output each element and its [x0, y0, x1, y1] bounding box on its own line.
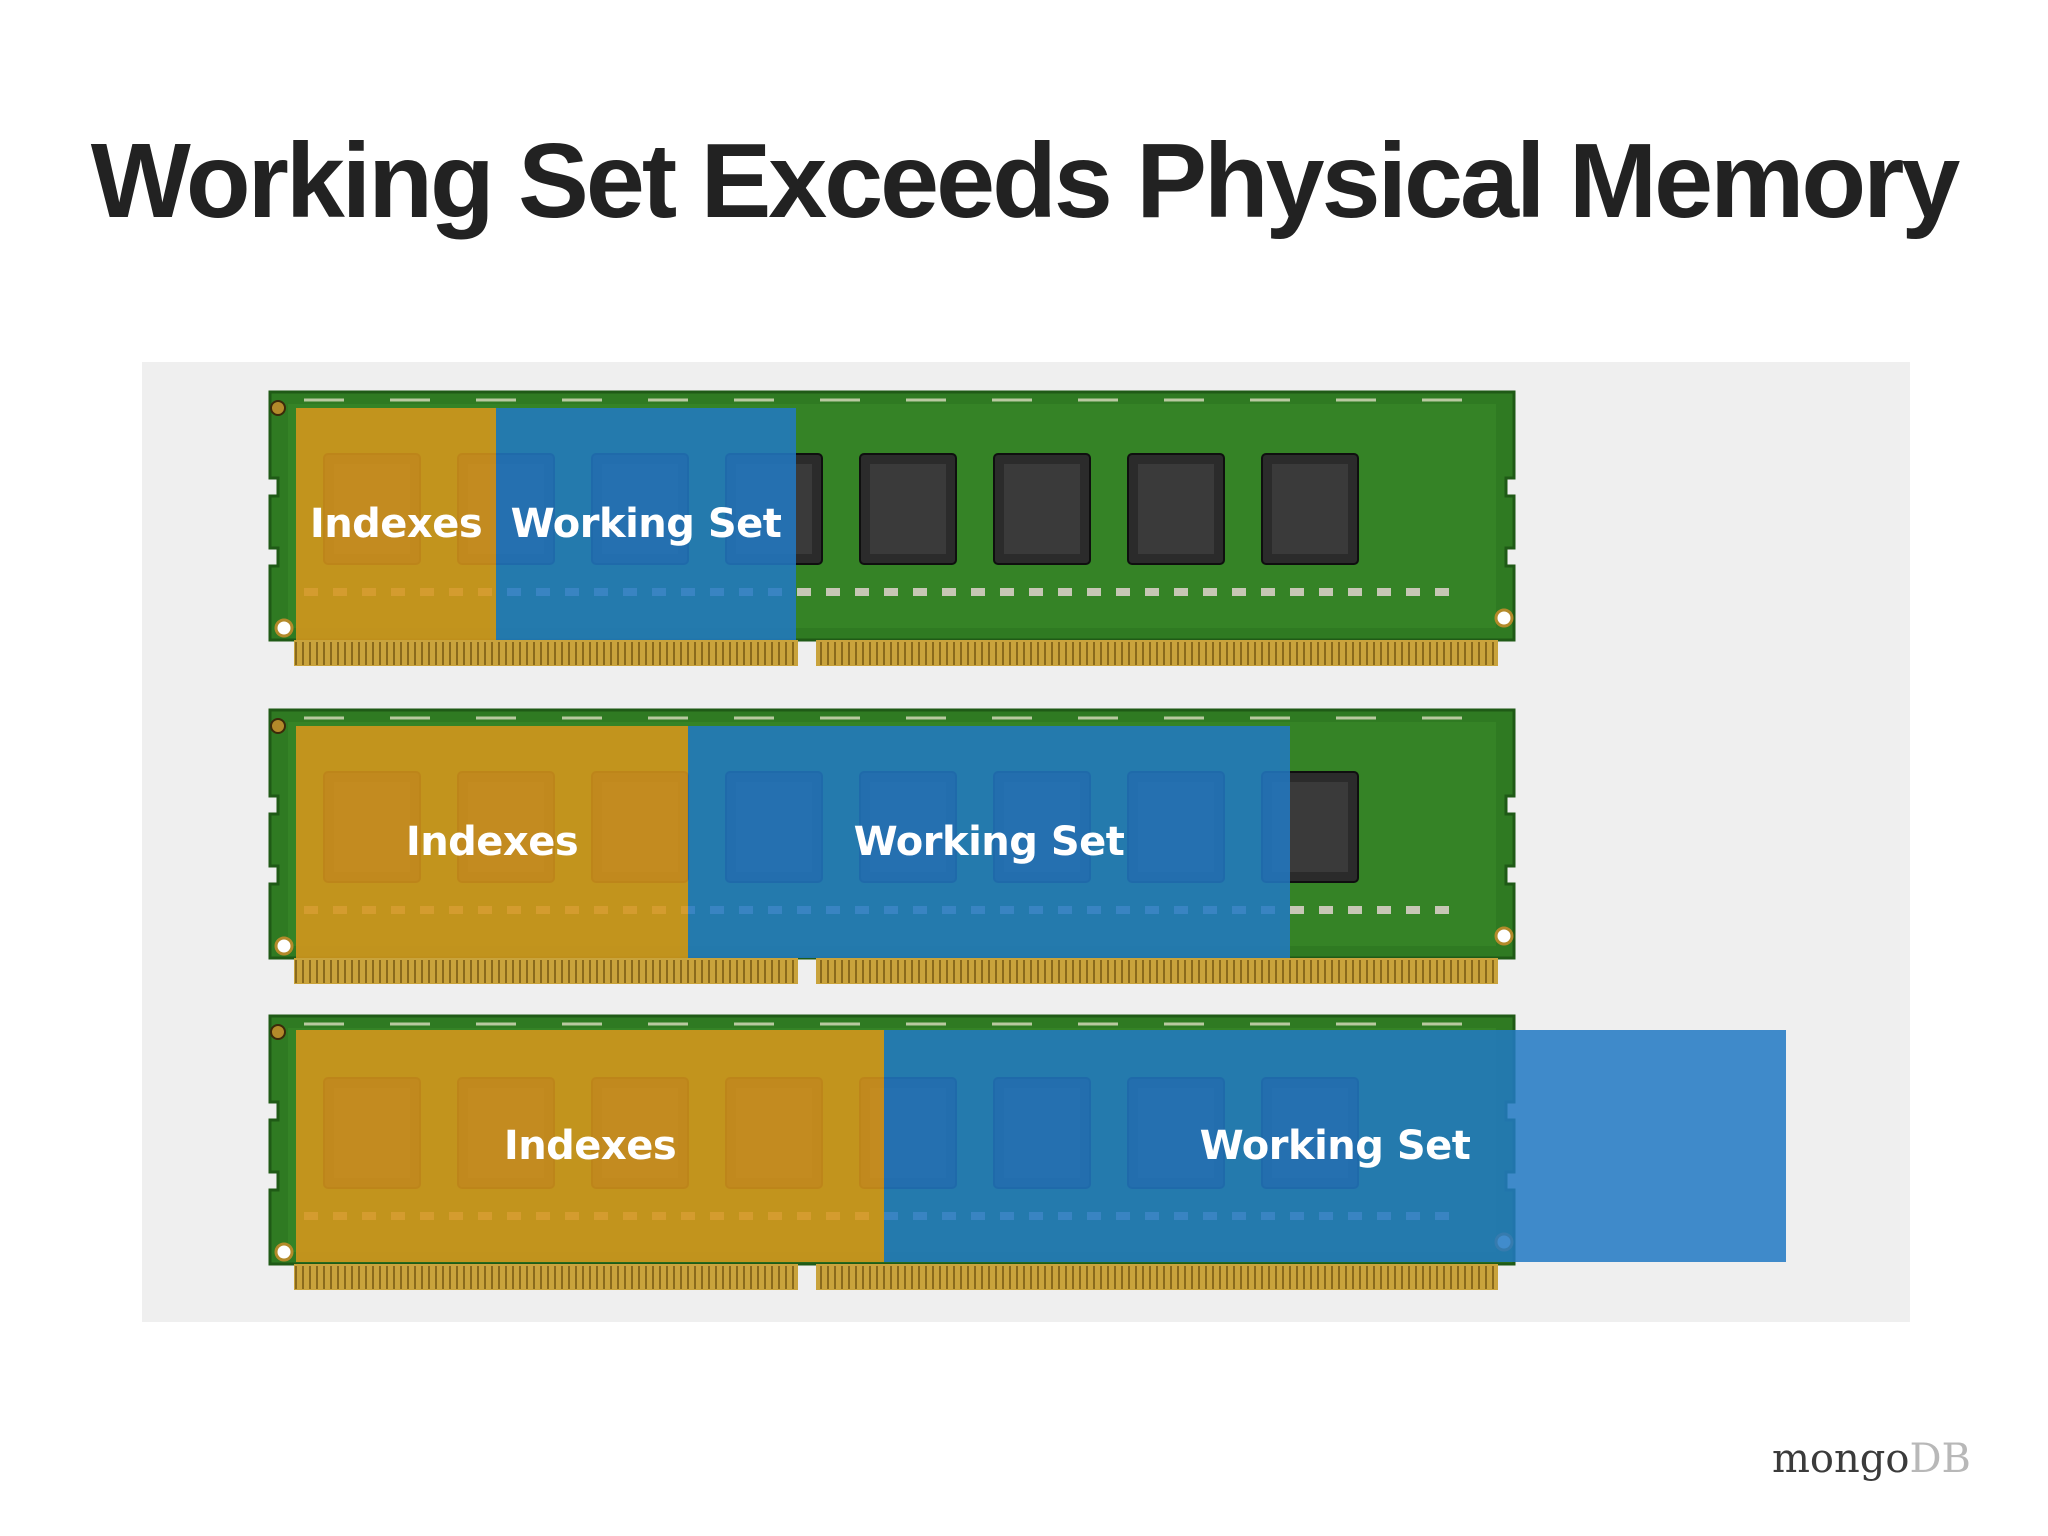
working-set-label: Working Set [510, 501, 782, 547]
working-set-block: Working Set [496, 408, 796, 640]
ram-module-2: Indexes Working Set [264, 706, 1520, 994]
working-set-label: Working Set [853, 819, 1125, 865]
logo-mongo-text: mongo [1772, 1436, 1910, 1482]
working-set-block: Working Set [688, 726, 1290, 958]
ram-module-3: Indexes Working Set [264, 1012, 1786, 1300]
logo-db-text: DB [1909, 1436, 1971, 1482]
indexes-label: Indexes [405, 819, 579, 865]
slide-title: Working Set Exceeds Physical Memory [90, 122, 1961, 240]
ram-module-1: Indexes Working Set [264, 388, 1520, 676]
mongodb-logo: mongoDB [1772, 1436, 1971, 1482]
indexes-block: Indexes [296, 726, 688, 958]
indexes-label: Indexes [309, 501, 483, 547]
working-set-label: Working Set [1199, 1123, 1471, 1169]
working-set-overflow-block: Working Set [884, 1030, 1786, 1262]
indexes-block: Indexes [296, 1030, 884, 1262]
indexes-block: Indexes [296, 408, 496, 640]
indexes-label: Indexes [503, 1123, 677, 1169]
